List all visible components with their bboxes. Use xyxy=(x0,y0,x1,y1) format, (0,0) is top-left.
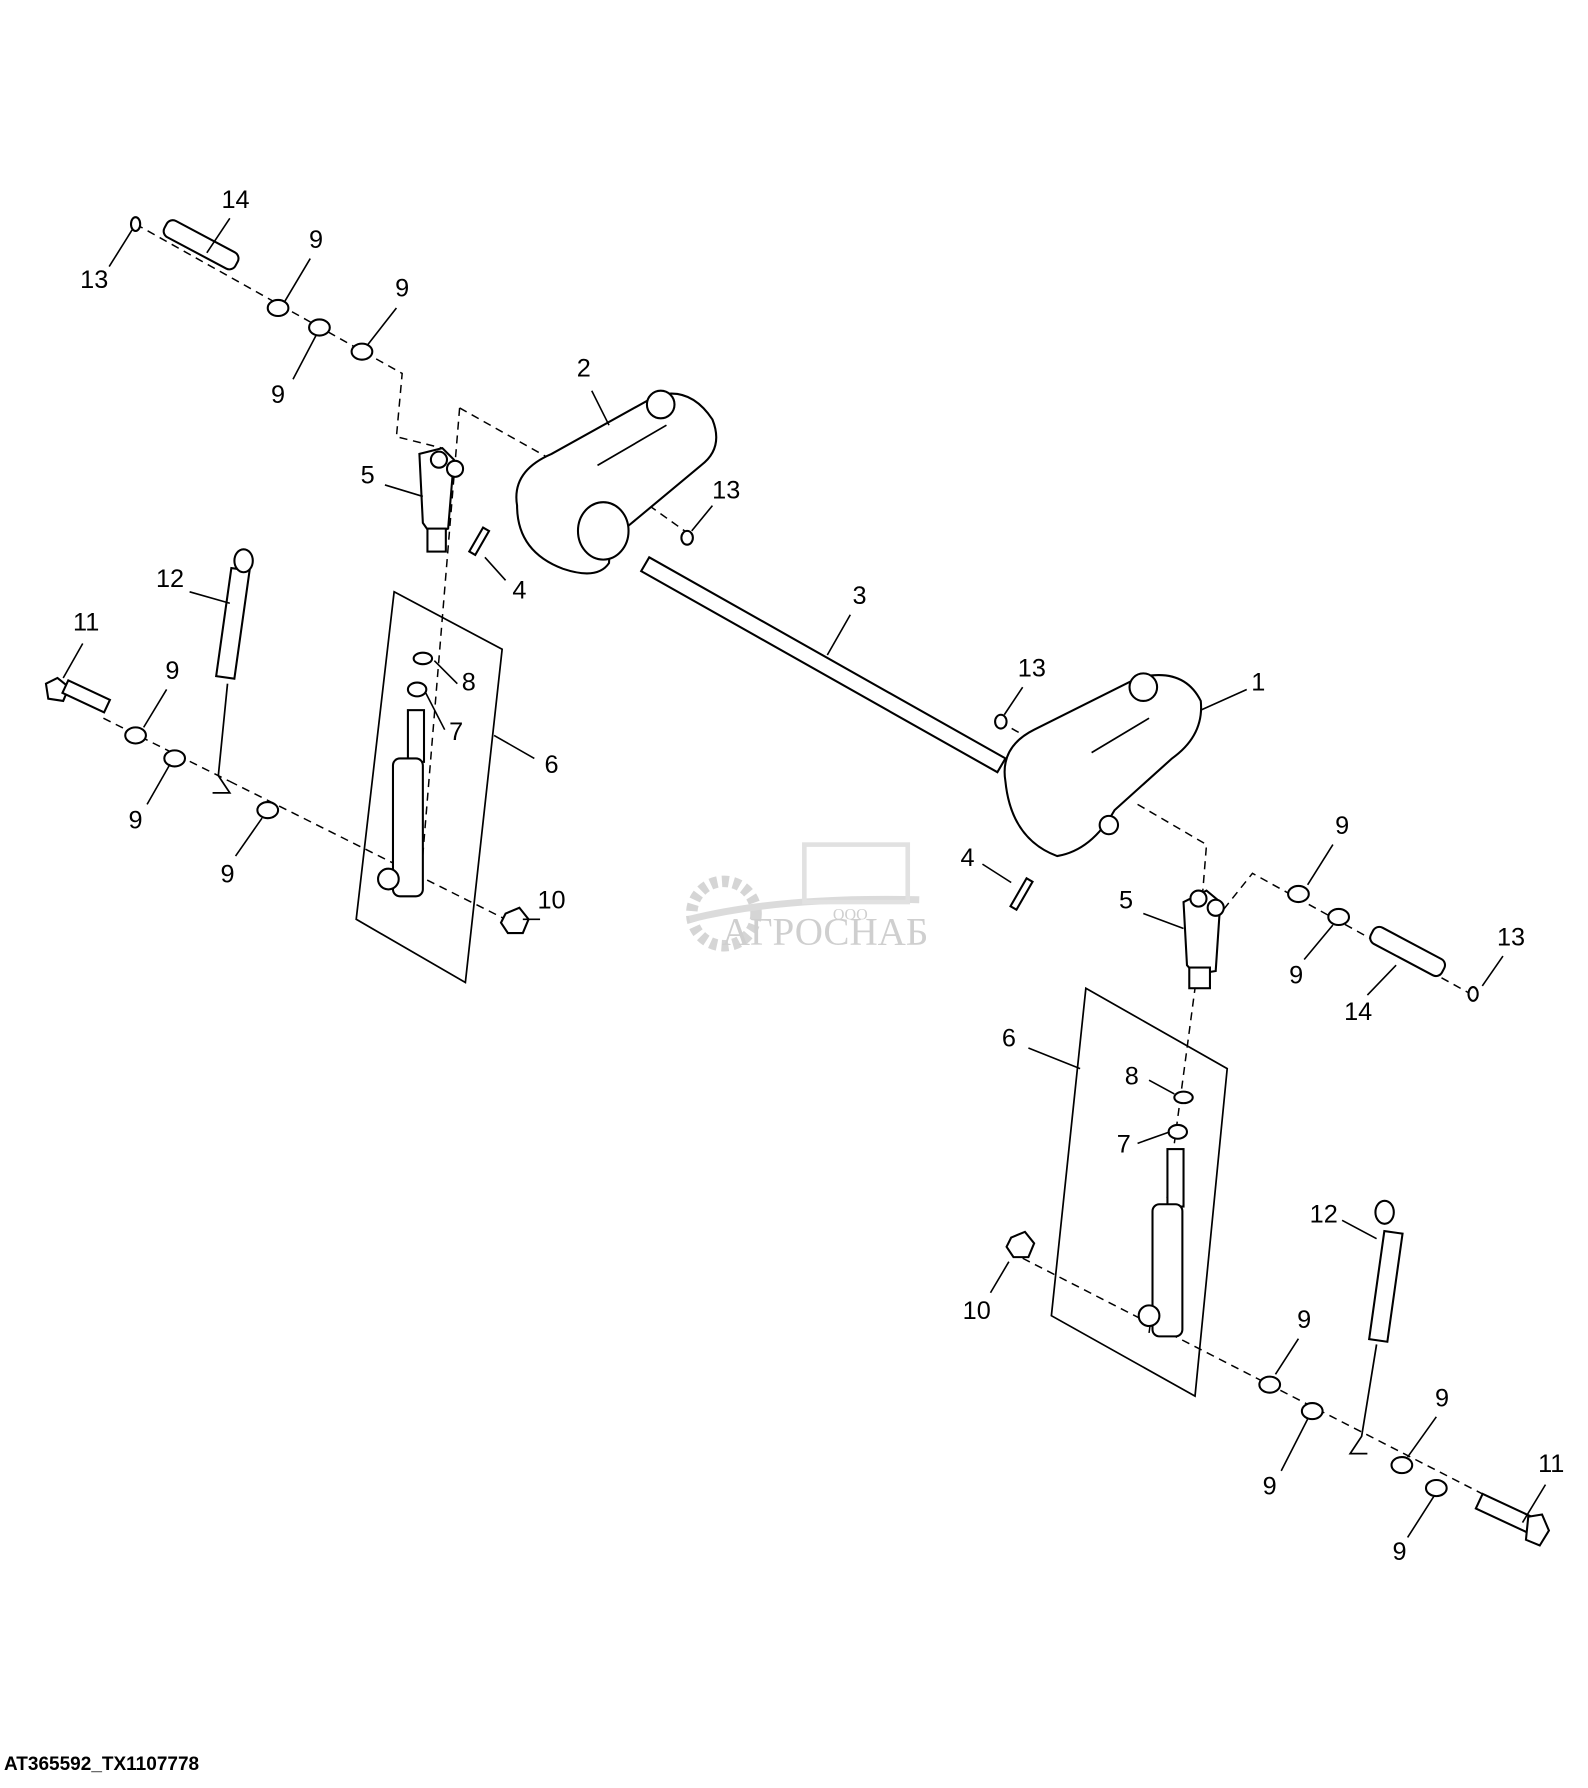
callout: 7 xyxy=(1117,1130,1131,1158)
part-11-bolt-right xyxy=(1474,1492,1551,1547)
part-6-cylinder-left xyxy=(355,590,504,984)
callout: 11 xyxy=(1538,1450,1564,1478)
callout-labels: 14 13 9 9 9 2 5 13 4 3 12 11 9 8 7 6 9 9… xyxy=(73,186,1564,1566)
part-13-clip-right xyxy=(994,713,1008,730)
washers-9-top-left xyxy=(266,298,374,361)
callout: 4 xyxy=(960,844,974,872)
callout: 6 xyxy=(1002,1025,1016,1053)
callout: 11 xyxy=(73,609,99,637)
callout: 9 xyxy=(1289,961,1303,989)
watermark-prefix: ООО xyxy=(833,906,868,923)
callout: 10 xyxy=(537,887,565,915)
part-4-pin-left xyxy=(467,526,491,557)
part-13-clip xyxy=(129,216,142,233)
figure-id: AT365592_TX1107778 xyxy=(4,1754,200,1775)
callout: 2 xyxy=(577,355,591,383)
part-5-clevis-left xyxy=(418,447,465,553)
callout: 9 xyxy=(129,806,143,834)
callout: 13 xyxy=(1018,655,1046,683)
part-12-spring-right xyxy=(1348,1199,1404,1455)
callout: 9 xyxy=(1393,1538,1407,1566)
callout: 14 xyxy=(222,186,250,214)
callout: 12 xyxy=(1310,1200,1338,1228)
watermark-logo: ООО АГРОСНАБ xyxy=(685,842,929,954)
part-4-pin-right xyxy=(1009,876,1034,912)
callout: 12 xyxy=(156,565,184,593)
part-12-spring-left xyxy=(212,548,254,794)
washers-9-left xyxy=(124,726,280,820)
washers-9-right xyxy=(1258,1375,1448,1498)
callout: 6 xyxy=(545,751,559,779)
part-5-clevis-right xyxy=(1182,889,1225,990)
part-11-bolt-left xyxy=(44,676,112,714)
callout: 9 xyxy=(395,274,409,302)
assembly-lines xyxy=(103,223,1483,1495)
callout: 14 xyxy=(1344,998,1372,1026)
callout: 9 xyxy=(165,657,179,685)
part-14-pin-left xyxy=(162,219,240,271)
part-10-nut-right xyxy=(1005,1230,1036,1259)
callout: 7 xyxy=(449,718,463,746)
callout: 1 xyxy=(1251,668,1265,696)
callout: 9 xyxy=(309,226,323,254)
callout: 9 xyxy=(1335,812,1349,840)
callout: 9 xyxy=(271,381,285,409)
washers-9-right-top xyxy=(1287,884,1351,927)
part-3-shaft xyxy=(639,555,1007,774)
callout: 9 xyxy=(1263,1473,1277,1501)
callout: 3 xyxy=(852,582,866,610)
part-13-clip-right-end xyxy=(1467,986,1479,1002)
callout: 8 xyxy=(462,668,476,696)
callout: 13 xyxy=(1497,923,1525,951)
part-1-arm xyxy=(1003,672,1203,858)
callout: 8 xyxy=(1125,1063,1139,1091)
callout: 4 xyxy=(512,576,526,604)
callout: 13 xyxy=(80,266,108,294)
part-6-cylinder-right xyxy=(1050,986,1229,1398)
callout: 10 xyxy=(963,1297,991,1325)
watermark-name: АГРОСНАБ xyxy=(722,911,929,954)
callout: 5 xyxy=(1119,887,1133,915)
callout: 5 xyxy=(361,462,375,490)
callout: 9 xyxy=(1435,1384,1449,1412)
part-13-clip-mid xyxy=(680,529,694,546)
part-2-arm xyxy=(515,389,718,575)
callout: 13 xyxy=(712,477,740,505)
callout: 9 xyxy=(220,860,234,888)
leader-lines xyxy=(62,217,1547,1538)
part-10-nut-left xyxy=(499,906,530,935)
callout: 9 xyxy=(1297,1306,1311,1334)
part-14-pin-right xyxy=(1369,925,1447,978)
